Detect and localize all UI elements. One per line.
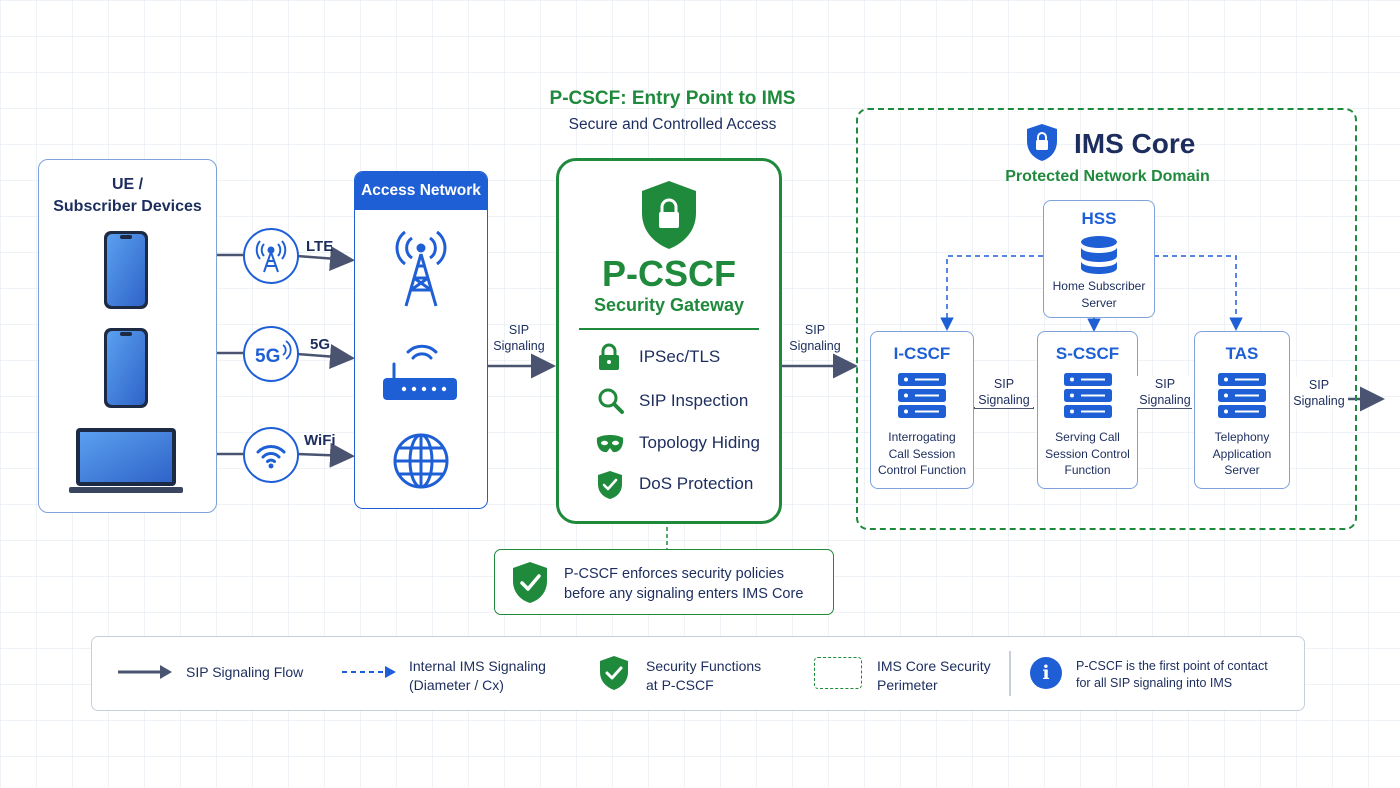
router-icon <box>383 344 457 400</box>
feature-topology-hiding: Topology Hiding <box>595 429 775 459</box>
hss-title: HSS <box>1081 209 1117 228</box>
hss-desc-line2: Server <box>1081 295 1117 310</box>
globe-icon <box>393 433 449 489</box>
pcscf-title: P-CSCF <box>602 253 736 294</box>
ims-core-title: IMS Core <box>1074 128 1196 159</box>
svg-text:5G: 5G <box>255 346 280 367</box>
legend-security-line1: Security Functions <box>646 658 762 674</box>
sip-label-scscf-tas: SIP Signaling <box>1137 376 1193 408</box>
legend-perimeter-line1: IMS Core Security <box>877 658 991 674</box>
scscf-desc: Serving Call <box>1055 430 1120 444</box>
scscf-title: S-CSCF <box>1055 344 1120 363</box>
smartphone-icon <box>104 231 148 309</box>
hss-tas-dashed <box>1154 255 1243 331</box>
legend-internal-line2: (Diameter / Cx) <box>409 677 504 693</box>
feature-label: IPSec/TLS <box>639 347 721 366</box>
server-icon <box>1218 373 1266 418</box>
scscf-desc: Session Control <box>1045 446 1130 461</box>
feature-dos-protection: DoS Protection <box>595 470 775 500</box>
ims-core-subtitle: Protected Network Domain <box>1005 168 1210 185</box>
legend-perimeter-line2: Perimeter <box>877 677 938 693</box>
tas-desc: Telephony <box>1214 430 1270 444</box>
shield-check-icon <box>598 471 622 499</box>
link-label-lte: LTE <box>306 238 334 255</box>
link-label-5g: 5G <box>310 336 331 353</box>
ims-core-perimeter <box>856 108 1357 530</box>
radio-tower-icon <box>395 230 447 307</box>
sip-label-access: SIP Signaling <box>493 323 545 353</box>
cell-tower-icon <box>255 240 287 273</box>
icscf-title: I-CSCF <box>893 344 951 363</box>
legend: SIP Signaling Flow Internal IMS Signalin… <box>91 636 1305 711</box>
legend-sip-flow: SIP Signaling Flow <box>186 664 304 680</box>
note-line1: P-CSCF enforces security policies <box>564 566 784 582</box>
link-label-wifi: WiFi <box>304 432 336 449</box>
diagram-header: P-CSCF: Entry Point to IMS Secure and Co… <box>500 88 845 134</box>
scscf-desc: Function <box>1064 463 1111 477</box>
icscf-desc: Interrogating <box>888 430 956 444</box>
ue-devices-box: UE / Subscriber Devices <box>38 159 217 513</box>
smartphone-icon <box>104 328 148 408</box>
shield-lock-icon <box>642 181 696 249</box>
server-icon <box>1063 373 1112 418</box>
feature-label: Topology Hiding <box>639 433 760 452</box>
legend-sip-arrow <box>118 665 172 679</box>
lte-link-circle <box>243 228 299 284</box>
legend-divider <box>1009 651 1011 696</box>
sip-label-icscf-scscf: SIP Signaling <box>975 376 1033 408</box>
database-icon <box>1081 236 1117 274</box>
shield-check-icon <box>600 656 628 690</box>
magnifier-icon <box>598 388 624 414</box>
legend-security-line2: at P-CSCF <box>646 677 714 693</box>
5g-icon: 5G <box>255 340 292 367</box>
icscf-node: I-CSCF Interrogating Call Session Contro… <box>870 331 974 489</box>
hss-icscf-dashed <box>940 255 1043 331</box>
legend-info-line2: for all SIP signaling into IMS <box>1076 676 1233 690</box>
access-network-title: Access Network <box>355 172 487 210</box>
scscf-node: S-CSCF Serving Call Session Control Func… <box>1037 331 1138 489</box>
5g-link-circle: 5G <box>243 326 299 382</box>
pcscf-subtitle: Security Gateway <box>593 295 745 315</box>
page-subtitle: Secure and Controlled Access <box>568 116 777 133</box>
laptop-icon <box>69 428 183 493</box>
pcscf-box: P-CSCF Security Gateway IPSec/TLS SIP In… <box>556 158 782 524</box>
mask-icon <box>596 435 624 453</box>
feature-label: DoS Protection <box>639 474 754 493</box>
info-icon: i <box>1030 657 1062 689</box>
tas-title: TAS <box>1225 344 1259 363</box>
wifi-arrow <box>296 442 355 468</box>
legend-perimeter-swatch <box>814 657 862 689</box>
tas-node: TAS Telephony Application Server <box>1194 331 1290 489</box>
lte-arrow <box>296 246 355 271</box>
5g-arrow <box>296 344 355 369</box>
wifi-link-circle <box>243 427 299 483</box>
sip-label-tas-out: SIP Signaling <box>1290 377 1348 409</box>
tas-desc: Server <box>1224 463 1260 477</box>
tas-desc: Application <box>1212 446 1272 461</box>
server-icon <box>898 373 946 418</box>
lock-icon <box>599 343 619 370</box>
feature-sip-inspection: SIP Inspection <box>595 387 775 417</box>
feature-ipsec: IPSec/TLS <box>595 343 775 373</box>
legend-internal-line1: Internal IMS Signaling <box>409 658 546 674</box>
legend-info-line1: P-CSCF is the first point of contact <box>1076 659 1268 673</box>
ue-title-line1: UE / <box>111 176 144 193</box>
icscf-desc: Control Function <box>877 463 967 477</box>
page-title: P-CSCF: Entry Point to IMS <box>549 88 796 109</box>
wifi-icon <box>256 445 286 469</box>
hss-desc-line1: Home Subscriber <box>1052 279 1146 293</box>
shield-lock-icon <box>1027 124 1057 161</box>
pcscf-divider <box>579 328 759 330</box>
shield-check-icon <box>513 562 547 603</box>
legend-internal-arrow <box>342 666 396 678</box>
access-network-box: Access Network <box>354 171 488 509</box>
feature-label: SIP Inspection <box>639 391 749 410</box>
hss-node: HSS Home Subscriber Server <box>1043 200 1155 318</box>
ue-title-line2: Subscriber Devices <box>53 198 202 215</box>
note-line2: before any signaling enters IMS Core <box>564 586 804 602</box>
pcscf-policy-note: P-CSCF enforces security policies before… <box>494 549 834 615</box>
icscf-desc: Call Session <box>888 446 956 461</box>
sip-label-pcscf: SIP Signaling <box>789 323 841 353</box>
